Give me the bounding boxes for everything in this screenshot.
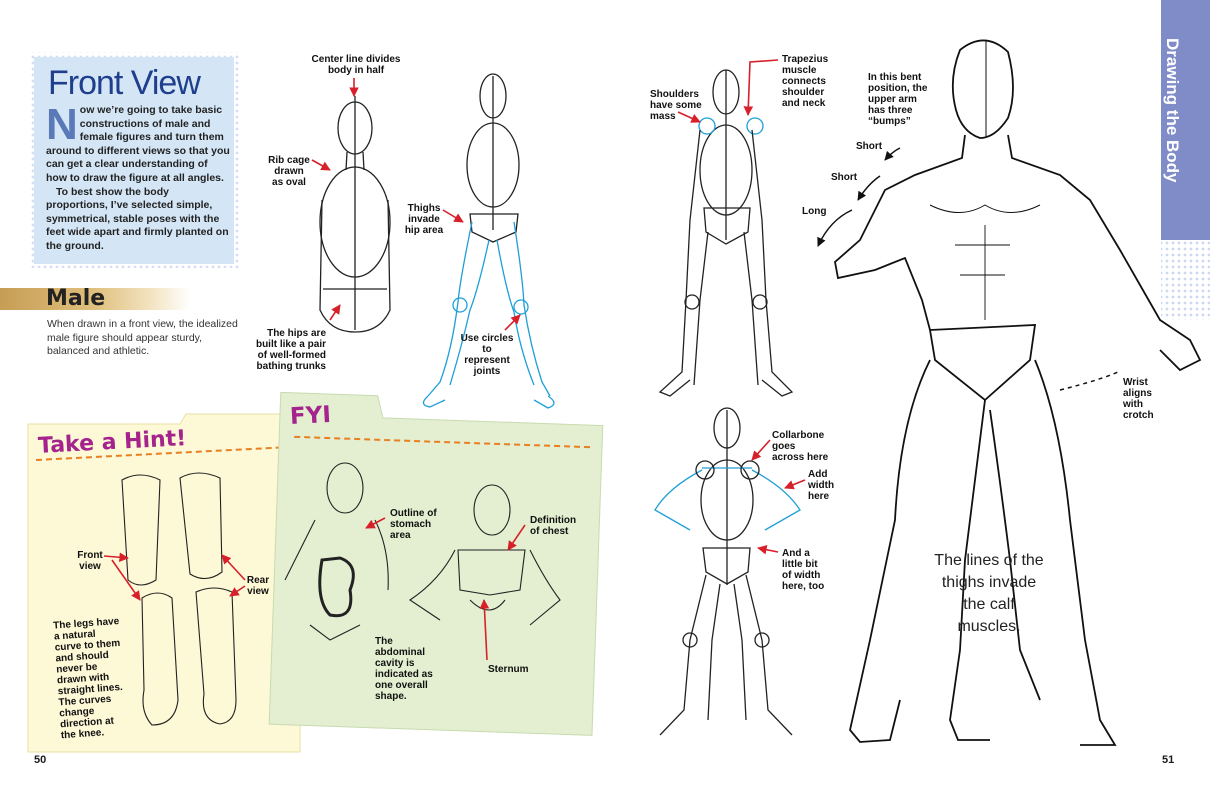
hint-front-view: Front view [77,550,103,572]
front-view-panel [34,57,234,264]
figure-large-male [834,39,1202,746]
hint-legs-text: The legs have a natural curve to them an… [52,615,124,742]
fyi-sternum: Sternum [488,664,529,675]
label-wrist: Wrist aligns with crotch [1123,377,1154,421]
label-short-1: Short [856,141,883,152]
male-description: When drawn in a front view, the idealize… [47,318,238,357]
fyi-title: FYI [289,401,332,431]
fyi-sketch [284,462,561,641]
male-heading-bar [0,288,190,310]
label-short-2: Short [831,172,858,183]
label-circles: Use circles to represent joints [460,333,514,377]
label-rib-cage: Rib cage drawn as oval [268,155,310,188]
front-view-title: Front View [48,64,201,102]
figure-construction-2 [422,73,555,409]
figure-construction-3 [658,69,794,397]
label-center-line: Center line divides body in half [311,54,401,76]
hint-card [27,413,301,753]
label-collarbone: Collarbone goes across here [772,430,829,463]
male-heading: Male [46,286,106,311]
fyi-definition: Definition of chest [530,515,577,537]
label-add-width: Add width here [808,469,835,502]
label-hips: The hips are built like a pair of well-f… [255,328,326,372]
chapter-tab-label-wrap: Drawing the Body [1162,38,1208,198]
fyi-abdominal: The abdominal cavity is indicated as one… [375,636,433,702]
page-number-right: 51 [1162,754,1175,766]
label-little-bit: And a little bit of width here, too [782,548,825,592]
label-thighs-invade: Thighs invade hip area [404,203,444,236]
figure-construction-1 [319,96,391,333]
label-trapezius: Trapezius muscle connects shoulder and n… [782,54,829,109]
drop-cap: N [46,100,78,149]
label-long: Long [802,206,827,217]
hint-legs-sketch [121,472,237,726]
annotation-arrows [103,59,806,661]
fyi-card [268,391,604,736]
bend-arrows [817,147,1119,391]
front-view-paragraph-1: ow we’re going to take basic constructio… [46,104,230,184]
page-number-left: 50 [34,754,47,766]
note-thighs-calf: The lines of the thighs invade the calf … [934,552,1044,635]
chapter-tab [1161,0,1210,240]
chapter-tab-label: Drawing the Body [1163,38,1182,183]
front-view-paragraph-2: To best show the body proportions, I’ve … [46,185,229,252]
fyi-outline: Outline of stomach area [390,508,437,541]
figure-construction-4 [654,407,801,736]
label-bent-arm: In this bent position, the upper arm has… [868,72,928,127]
hint-rear-view: Rear view [246,575,270,597]
label-shoulders: Shoulders have some mass [650,89,702,122]
